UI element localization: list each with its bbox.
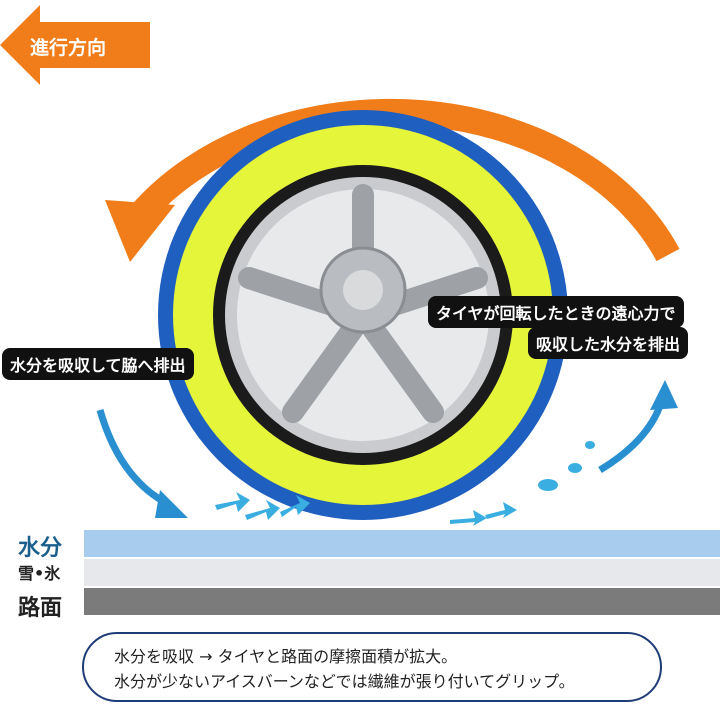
note-line2: 水分が少ないアイスバーンなどでは繊維が張り付いてグリップ。 [114, 672, 575, 691]
layer-bar-road [84, 588, 720, 615]
water-out-right-arrow-icon [598, 398, 666, 474]
direction-arrow-icon [0, 5, 150, 85]
rotation-arrow-icon [130, 98, 680, 262]
layer-label-road: 路面 [18, 596, 63, 621]
note-box: 水分を吸収 → タイヤと路面の摩擦面積が拡大。 水分が少ないアイスバーンなどでは… [82, 632, 662, 702]
rotation-arrowhead-icon [105, 200, 175, 262]
direction-label: 進行方向 [30, 37, 107, 59]
callout-right-line1: タイヤが回転したときの遠心力で [428, 296, 684, 328]
callout-right-line2: 吸収した水分を排出 [528, 327, 689, 359]
small-water-arrows-icon [215, 441, 595, 526]
callout-left: 水分を吸収して脇へ排出 [2, 348, 194, 380]
note-line1: 水分を吸収 → タイヤと路面の摩擦面積が拡大。 [114, 647, 458, 666]
layer-bar-snow-ice [84, 559, 720, 586]
layer-bar-water [84, 530, 720, 557]
layer-label-water: 水分 [18, 536, 63, 561]
layer-label-snow-ice: 雪•氷 [18, 564, 61, 583]
water-out-left-arrow-icon [96, 409, 172, 509]
